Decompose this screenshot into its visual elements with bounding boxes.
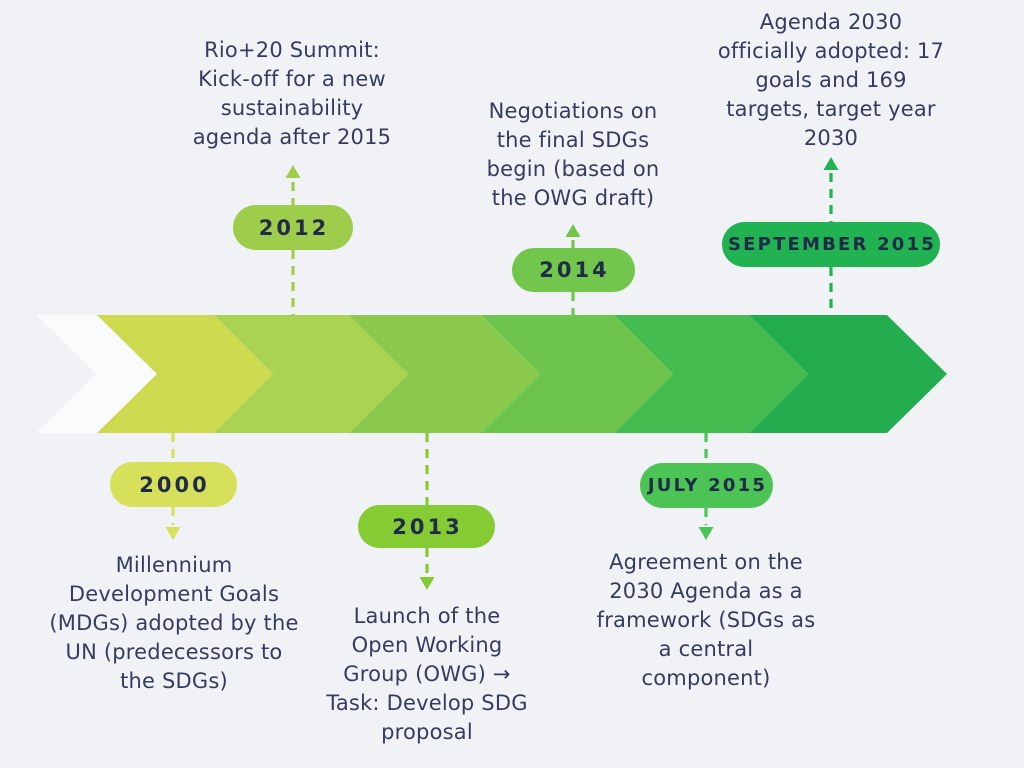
- arrow-band-2: [214, 315, 408, 433]
- arrow-band-4: [481, 315, 673, 433]
- year-badge-label: 2013: [392, 514, 463, 539]
- year-badge-label: 2014: [539, 258, 610, 282]
- year-badge-label: SEPTEMBER 2015: [728, 234, 936, 255]
- year-badge-september-2015: SEPTEMBER 2015: [722, 222, 940, 267]
- year-badge-2014: 2014: [512, 248, 635, 292]
- arrow-band-3: [349, 315, 540, 433]
- milestone-september-2015-description: Agenda 2030 officially adopted: 17 goals…: [717, 10, 945, 150]
- year-badge-label: 2000: [139, 472, 210, 497]
- milestone-2000-description: Millennium Development Goals (MDGs) adop…: [49, 553, 299, 693]
- up-arrowhead-icon: [823, 157, 839, 170]
- timeline-arrow: [36, 315, 947, 433]
- arrow-band-6: [749, 315, 947, 433]
- milestone-2012-description: Rio+20 Summit: Kick-off for a new sustai…: [192, 38, 392, 149]
- connector-2000: [165, 433, 181, 540]
- arrow-lead-band: [36, 315, 157, 433]
- connector-september-2015: [823, 157, 839, 315]
- arrow-band-5: [614, 315, 808, 433]
- milestone-2014-description: Negotiations on the final SDGs begin (ba…: [486, 99, 660, 210]
- connector-2012: [285, 165, 301, 315]
- year-badge-2000: 2000: [110, 462, 237, 507]
- up-arrowhead-icon: [565, 224, 581, 237]
- up-arrowhead-icon: [285, 165, 301, 178]
- year-badge-label: 2012: [258, 215, 330, 240]
- connector-july-2015: [698, 433, 714, 540]
- milestone-july-2015-description: Agreement on the 2030 Agenda as a framew…: [596, 550, 816, 690]
- down-arrowhead-icon: [419, 577, 435, 590]
- down-arrowhead-icon: [698, 527, 714, 540]
- milestone-2013-description: Launch of the Open Working Group (OWG) →…: [326, 604, 528, 744]
- connector-2013: [419, 433, 435, 590]
- year-badge-2013: 2013: [358, 505, 495, 548]
- year-badge-july-2015: JULY 2015: [640, 463, 773, 508]
- arrow-band-1: [97, 315, 273, 433]
- year-badge-2012: 2012: [233, 205, 353, 250]
- connector-2014: [565, 224, 581, 315]
- down-arrowhead-icon: [165, 527, 181, 540]
- year-badge-label: JULY 2015: [647, 475, 768, 496]
